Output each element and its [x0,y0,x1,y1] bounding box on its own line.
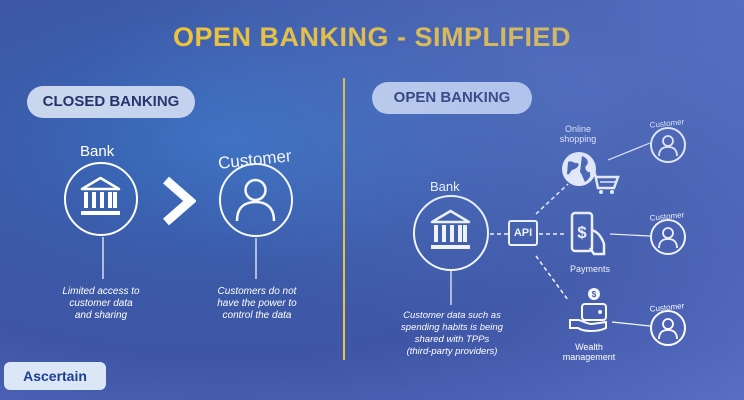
ascertain-logo[interactable]: Ascertain [4,362,106,390]
customer-icon [235,178,276,222]
wealth-customer-connector [611,321,651,327]
svg-text:$: $ [577,223,587,242]
open-bank-description: Customer data such as spending habits is… [401,310,503,357]
online-shopping-icon [560,150,620,199]
api-wealth-connector [535,255,569,301]
closed-bank-circle [64,162,138,236]
customer-circle-2 [650,219,686,255]
api-shopping-connector [535,183,569,215]
wealth-management-icon: $ [566,286,612,339]
payments-customer-connector [609,233,651,237]
shopping-label: Online shopping [559,124,597,144]
closed-bank-description: Limited access to customer data and shar… [62,286,140,321]
wealth-label: Wealth management [562,342,616,362]
payments-icon: $ [566,210,612,261]
closed-customer-description: Customers do not have the power to contr… [217,286,297,321]
customer-circle-1 [650,127,686,163]
bank-icon [430,209,471,249]
customer-circle-3 [650,310,686,346]
closed-customer-circle [219,163,293,237]
section-divider [343,78,345,360]
bank-icon [80,176,121,215]
closed-bank-label: Bank [80,143,115,160]
page-title: OPEN BANKING - SIMPLIFIED [172,22,571,52]
api-box: API [508,220,538,246]
arrow-right-icon [160,176,197,231]
open-bank-circle [413,195,489,271]
customer-icon [658,318,678,340]
shopping-customer-connector [607,142,651,161]
customer-icon [658,135,678,157]
closed-banking-badge: CLOSED BANKING [27,86,195,118]
open-banking-badge: OPEN BANKING [372,82,532,114]
customer-icon [658,227,678,249]
payments-label: Payments [569,264,611,274]
open-bank-label: Bank [430,179,460,194]
svg-text:$: $ [592,290,597,299]
